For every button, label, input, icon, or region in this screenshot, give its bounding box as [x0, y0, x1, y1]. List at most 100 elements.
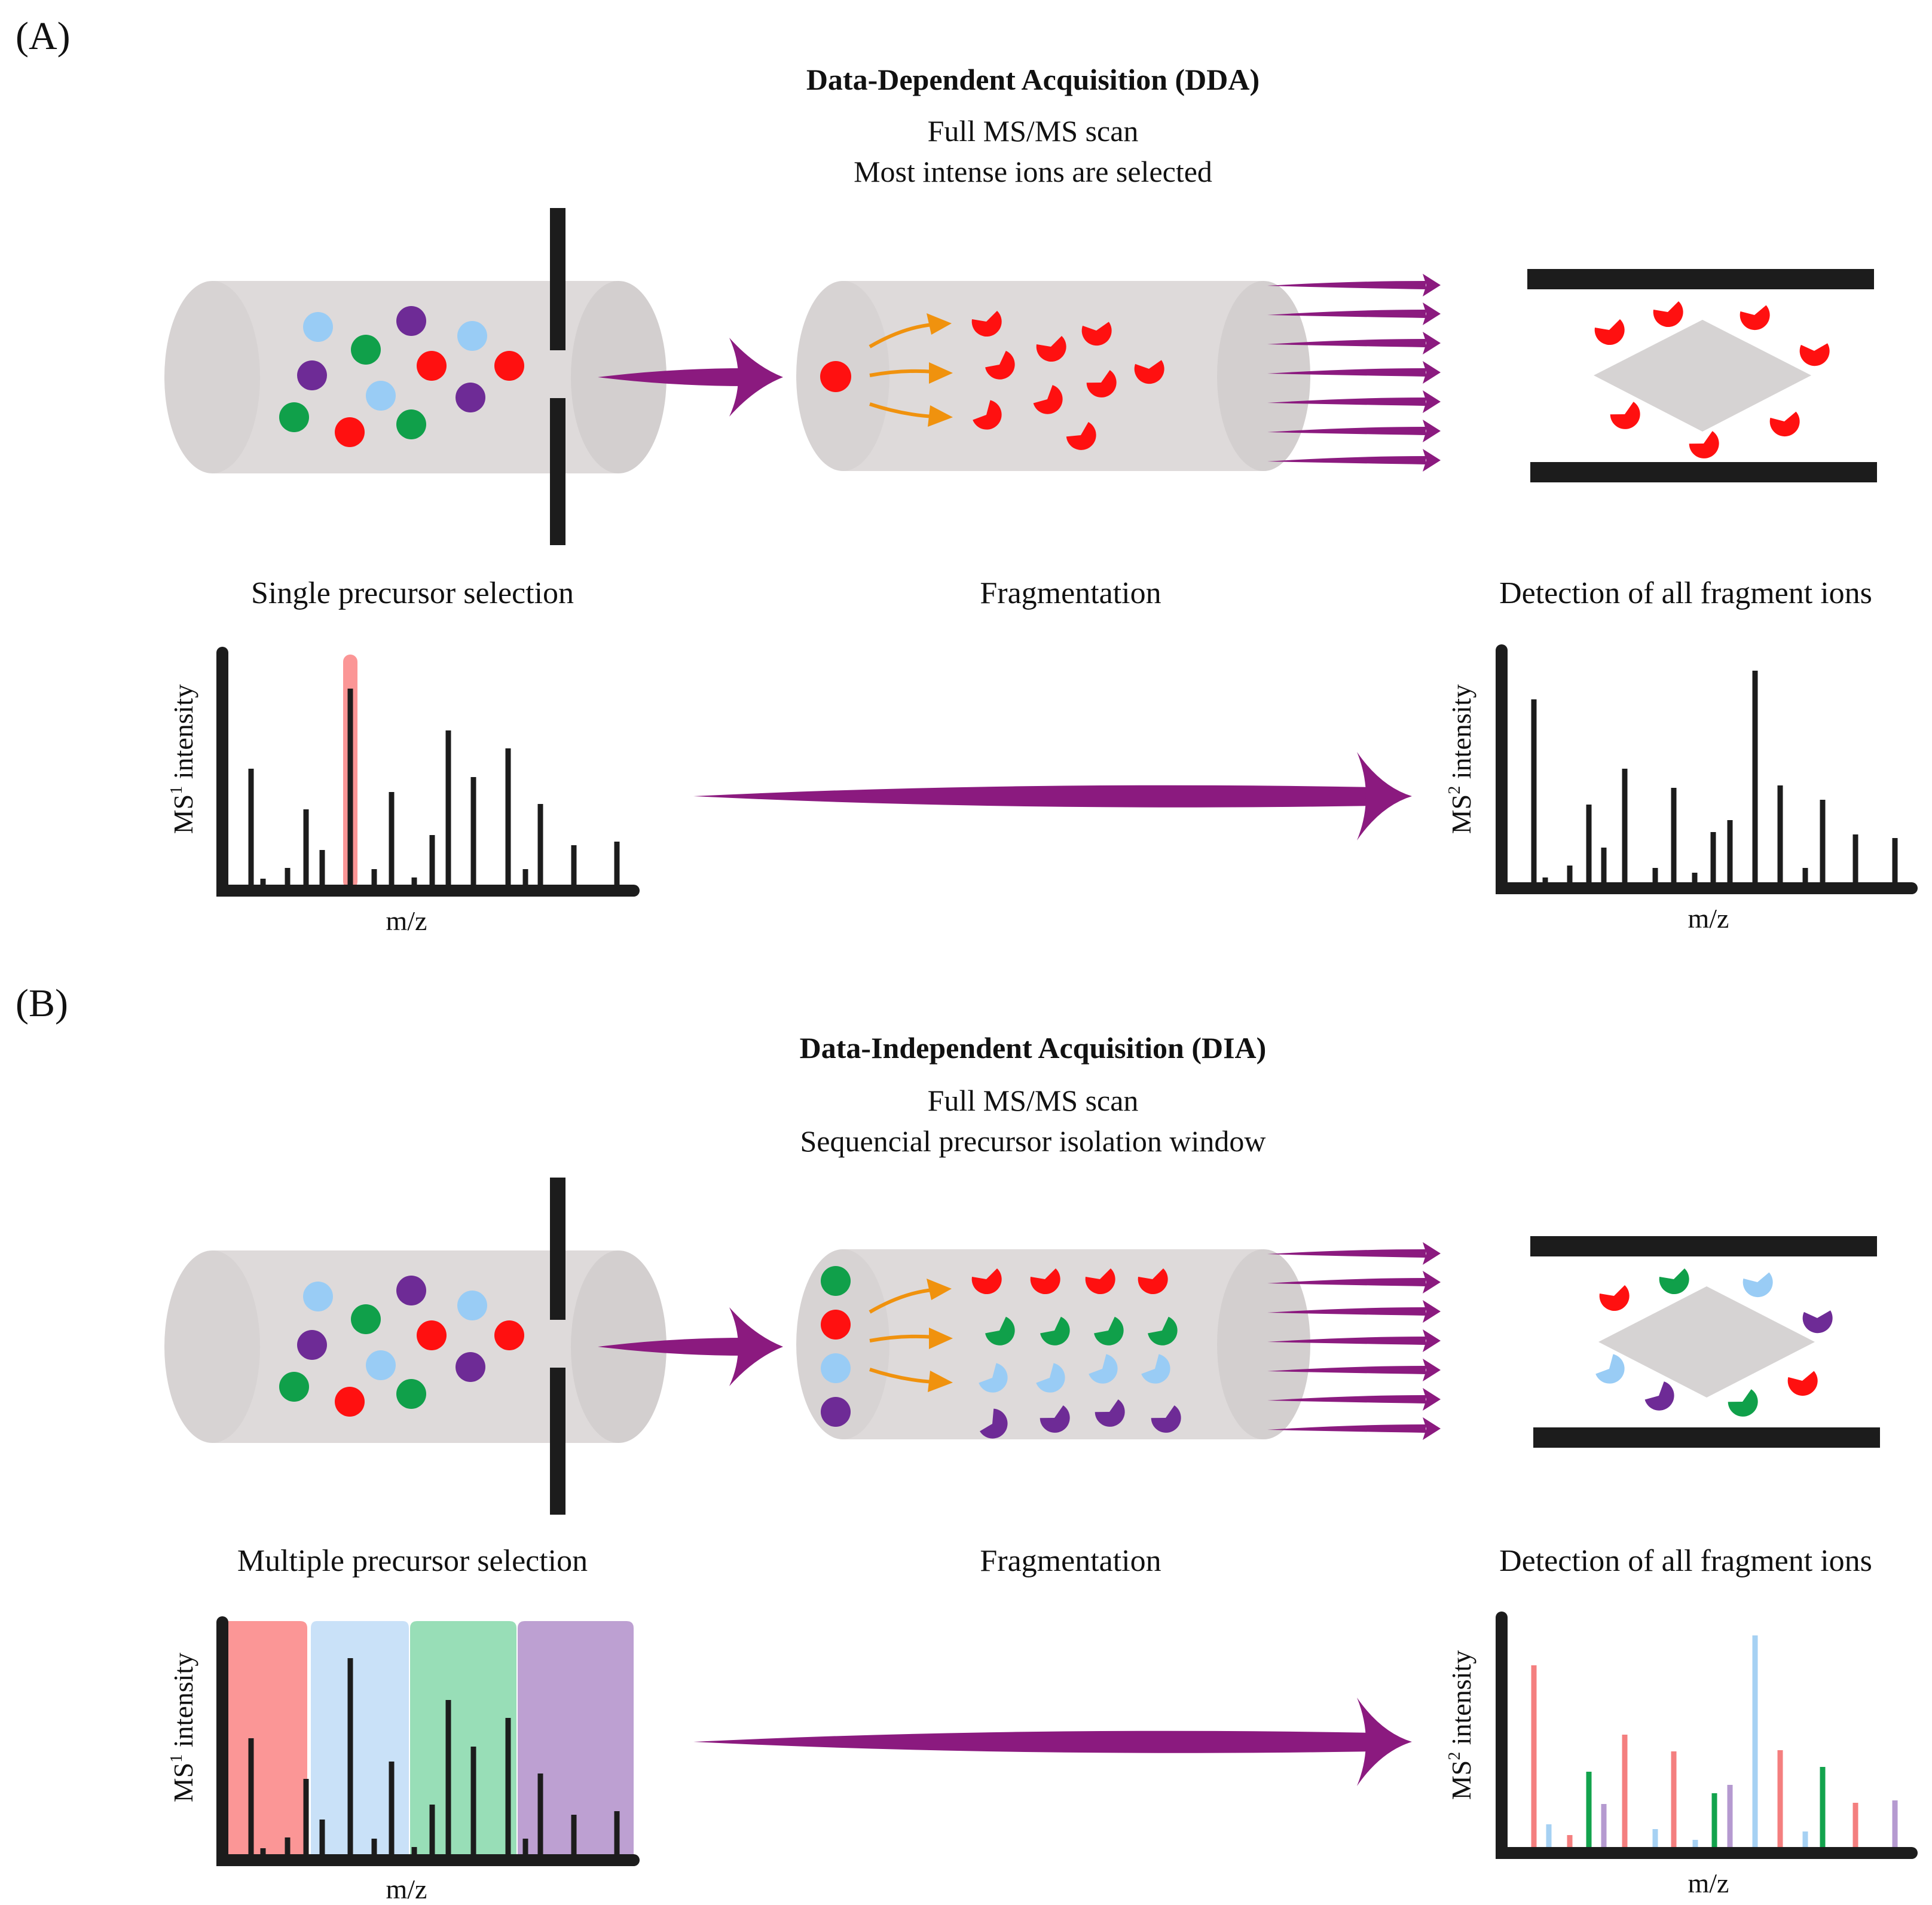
ms1-ylabel-a: MS1 intensity [167, 684, 198, 834]
spectrum-peak [470, 1747, 476, 1860]
orange-arrows [869, 323, 934, 418]
ms2-ylabel-a: MS2 intensity [1445, 684, 1476, 834]
spectrum-peak [389, 792, 395, 891]
ms2-ylabel-b: MS2 intensity [1445, 1650, 1476, 1800]
spectrum-arrow-a [693, 752, 1412, 840]
spectrum-peak [319, 850, 325, 891]
spectrum-peak [1601, 848, 1607, 888]
spectrum-peak [347, 689, 353, 891]
spectrum-peak [1622, 769, 1628, 888]
spectrum-peak [571, 1815, 577, 1860]
detector-b [1530, 1236, 1880, 1448]
spectrum-peak [505, 1718, 511, 1860]
spectrum-peak [1802, 868, 1808, 888]
spectrum-peak [1777, 1750, 1783, 1853]
panel-b-label: (B) [16, 981, 68, 1025]
ms2-peaks-a [1531, 671, 1898, 888]
spectrum-peak [1710, 832, 1716, 888]
spectrum-peak [445, 730, 451, 891]
spectrum-peak [429, 1805, 435, 1860]
spectrum-peak [371, 1839, 377, 1860]
spectrum-peak [1601, 1804, 1607, 1853]
spectrum-peak [411, 877, 417, 891]
spectrum-peak [248, 769, 254, 891]
spectrum-peak [1531, 1665, 1537, 1853]
collision-cell [796, 274, 1441, 472]
ms1-xlabel-b: m/z [386, 1874, 427, 1904]
transfer-arrow [598, 338, 783, 417]
spectrum-peak [522, 1839, 528, 1860]
spectrum-peak [1777, 785, 1783, 888]
ms2-axis-b [1496, 1612, 1918, 1859]
quadrupole-slit-bottom-b [550, 1368, 565, 1515]
panel-a-subtitle-1: Full MS/MS scan [928, 114, 1139, 148]
spectrum-peak [248, 1738, 254, 1860]
spectrum-peak [1652, 1829, 1658, 1853]
spectrum-peak [285, 1837, 291, 1860]
collision-cell-b [796, 1242, 1441, 1445]
orange-arrowheads-b [927, 1279, 953, 1392]
isolation-window-3 [410, 1621, 516, 1854]
quadrupole-slit-top [550, 208, 565, 350]
spectrum-peak [1546, 1824, 1552, 1853]
spectrum-peak [411, 1847, 417, 1860]
spectrum-peak [1711, 1793, 1717, 1853]
ms2-spectrum-a: MS2 intensity m/z [1445, 644, 1918, 934]
spectrum-peak [537, 804, 543, 891]
spectrum-peak [1567, 1835, 1573, 1853]
caption-detection-a: Detection of all fragment ions [1499, 576, 1872, 610]
spectrum-peak [1567, 866, 1573, 888]
precursor-tube [164, 281, 667, 473]
ms1-xlabel-a: m/z [386, 906, 427, 936]
quadrupole-slit-top-b [550, 1178, 565, 1320]
spectrum-peak [303, 1779, 309, 1860]
panel-b-subtitle-1: Full MS/MS scan [928, 1084, 1139, 1117]
caption-fragmentation-a: Fragmentation [980, 576, 1161, 610]
ms1-axis-a [216, 647, 640, 897]
ms1-spectrum-b: MS1 intensity m/z [167, 1616, 640, 1904]
spectrum-peak [303, 809, 309, 891]
transfer-arrow-b [598, 1307, 783, 1386]
ms1-peaks-b [248, 1658, 620, 1860]
panel-b-title: Data-Independent Acquisition (DIA) [800, 1031, 1267, 1065]
ms2-spectrum-b: MS2 intensity m/z [1445, 1612, 1918, 1898]
spectrum-peak [1752, 1635, 1758, 1853]
spectrum-peak [1727, 820, 1733, 888]
spectrum-peak [1820, 1767, 1826, 1853]
spectrum-peak [1586, 1772, 1592, 1853]
isolation-window-2 [311, 1621, 409, 1854]
spectrum-peak [1692, 1840, 1698, 1853]
precursor-tube-b [164, 1250, 667, 1443]
precursor-ions-b [279, 1276, 524, 1417]
spectrum-peak [522, 869, 528, 891]
ms2-xlabel-b: m/z [1688, 1868, 1729, 1898]
spectrum-peak [1852, 834, 1858, 888]
orange-arrows-b [869, 1288, 934, 1384]
ms2-peaks-b [1531, 1635, 1898, 1853]
panel-a-label: (A) [16, 14, 71, 58]
spectrum-peak [505, 748, 511, 891]
spectrum-peak [1671, 788, 1677, 888]
panel-a-subtitle-2: Most intense ions are selected [854, 155, 1212, 188]
panel-b: (B) Data-Independent Acquisition (DIA) F… [16, 981, 1918, 1904]
spectrum-peak [389, 1762, 395, 1860]
panel-b-subtitle-2: Sequencial precursor isolation window [800, 1124, 1266, 1158]
spectrum-peak [571, 845, 577, 891]
spectrum-peak [1531, 699, 1537, 888]
spectrum-peak [429, 835, 435, 891]
orange-arrowheads [927, 313, 953, 427]
quadrupole-slit-bottom [550, 398, 565, 545]
spectrum-peak [1820, 800, 1826, 888]
spectrum-peak [285, 868, 291, 891]
exit-arrows [1267, 274, 1441, 472]
spectrum-peak [319, 1820, 325, 1860]
spectrum-peak [1692, 873, 1698, 888]
spectrum-peak [1852, 1803, 1858, 1853]
panel-a: (A) Data-Dependent Acquisition (DDA) Ful… [16, 14, 1918, 936]
precursor-ions [279, 306, 524, 447]
ms2-xlabel-a: m/z [1688, 903, 1729, 934]
spectrum-peak [1671, 1751, 1677, 1853]
spectrum-peak [371, 869, 377, 891]
isolation-window-1 [227, 1621, 307, 1854]
